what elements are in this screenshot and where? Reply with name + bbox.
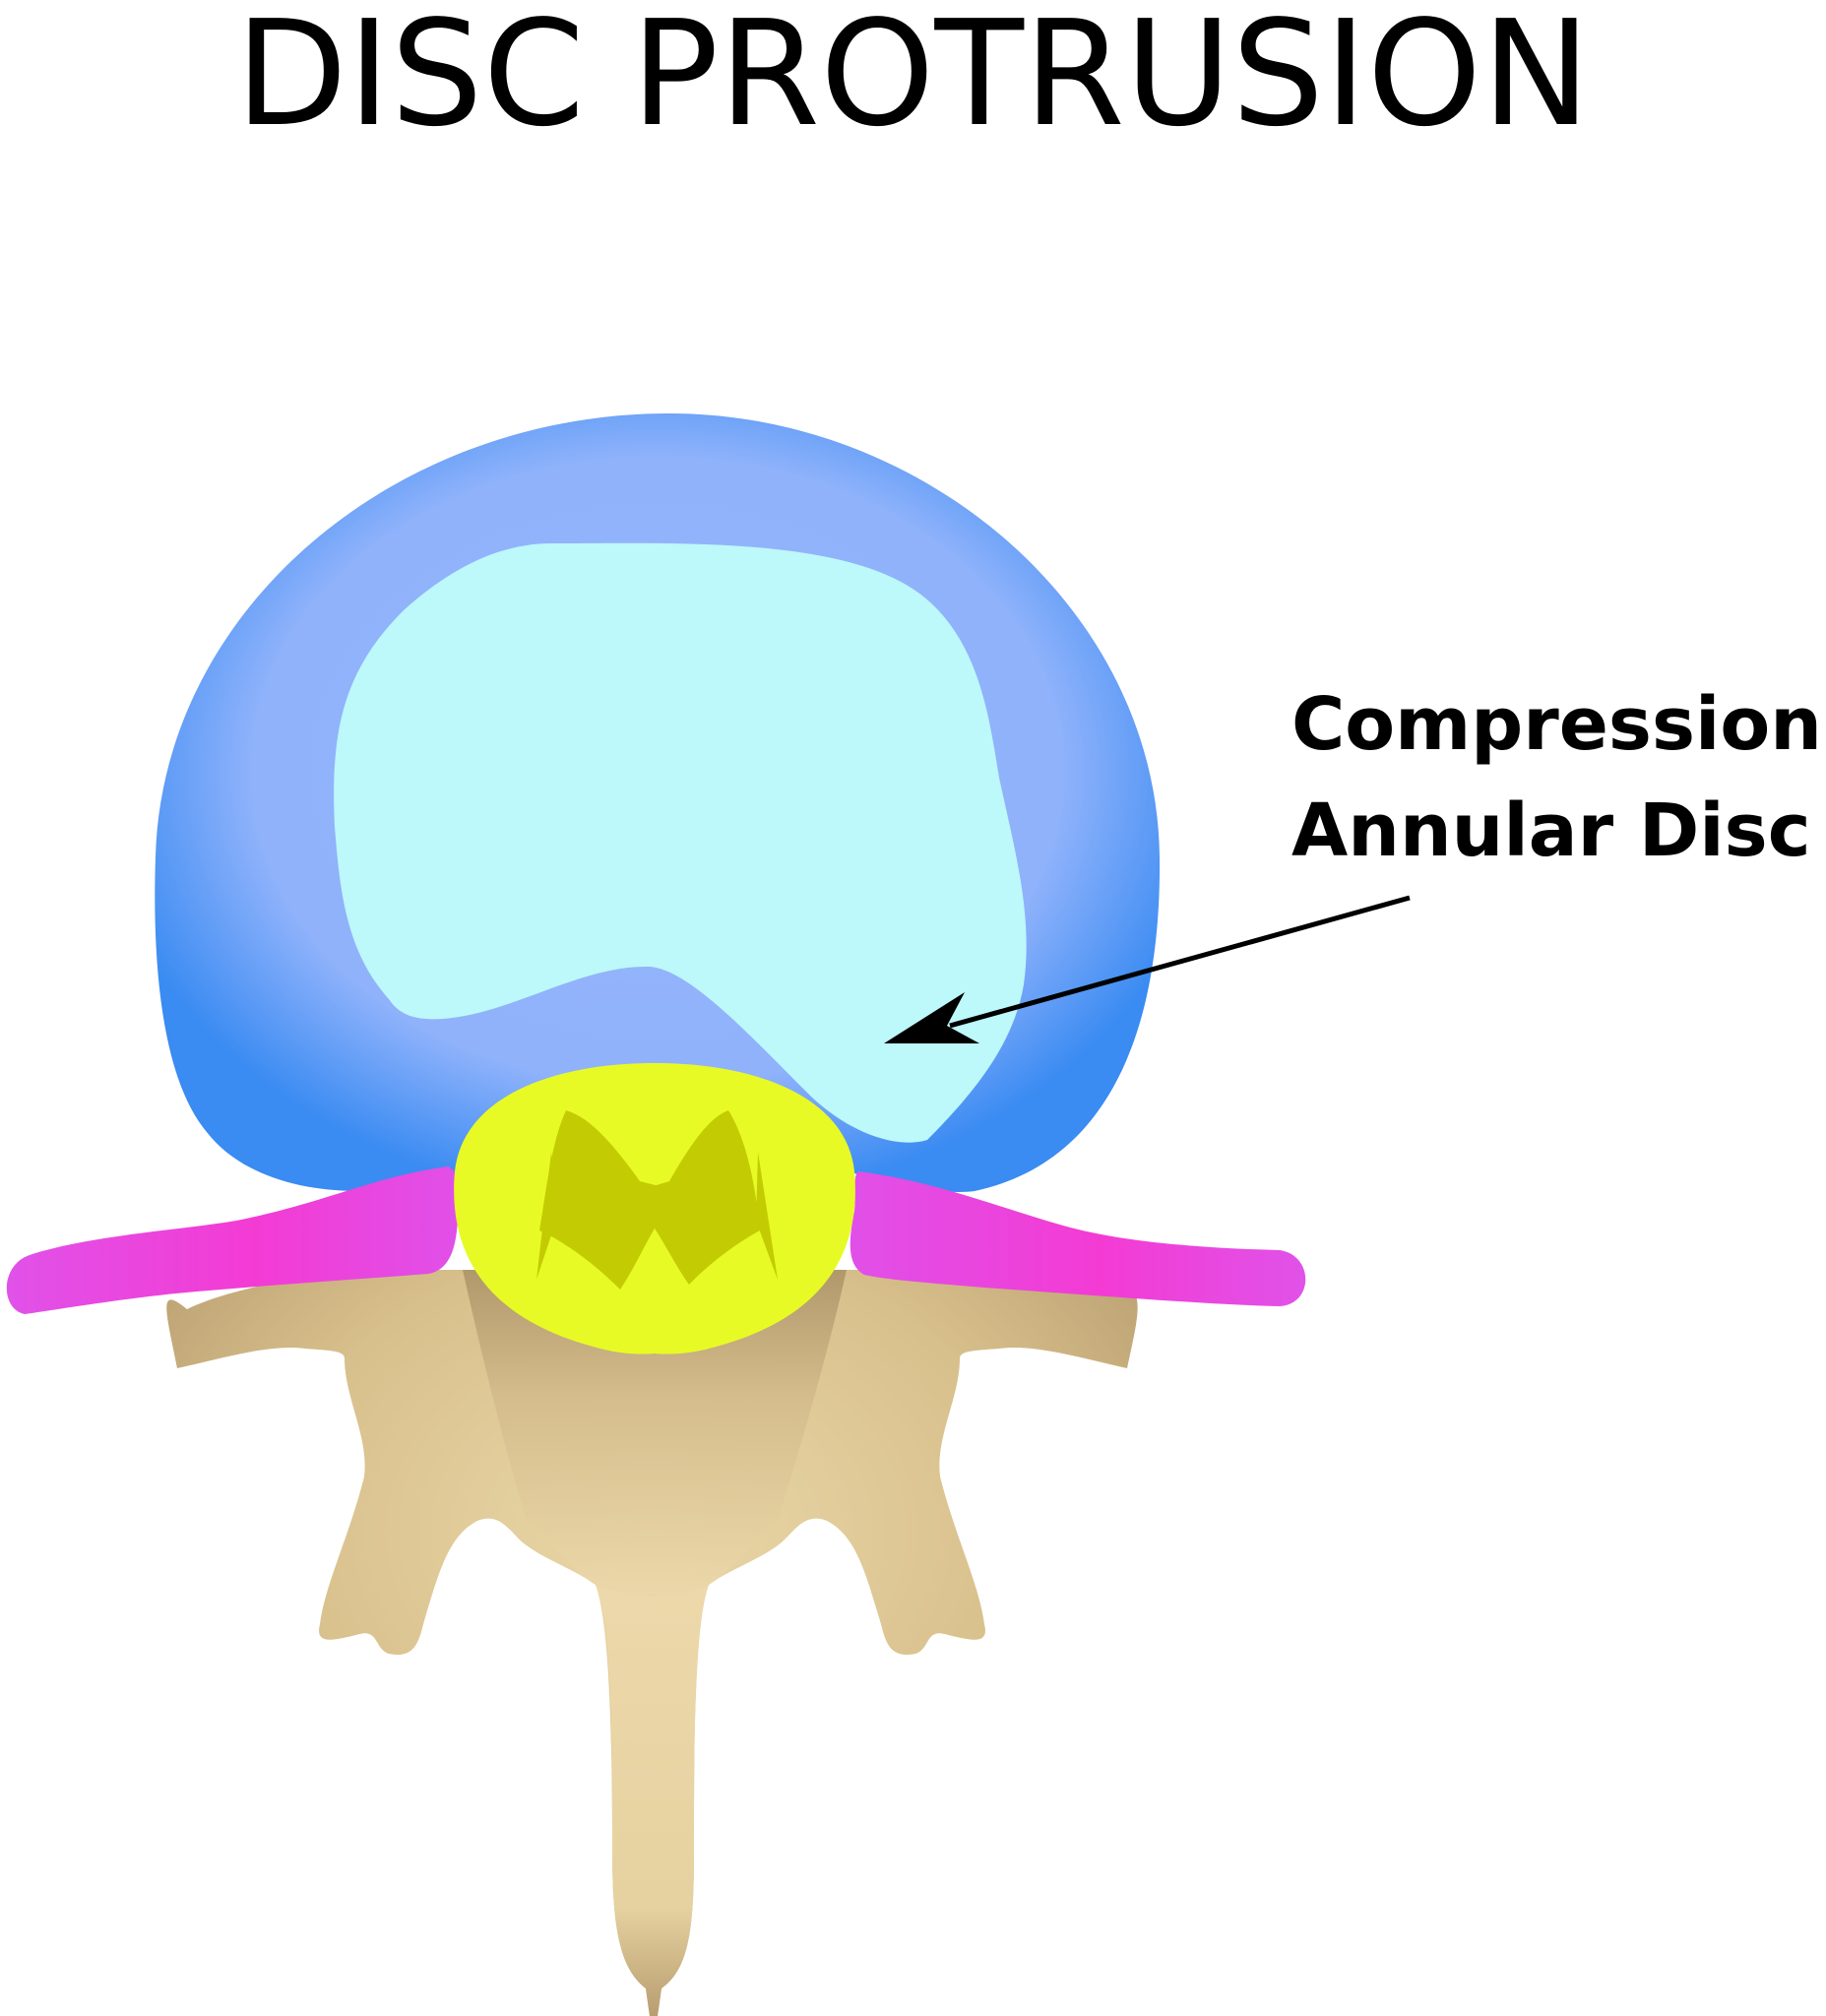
annotation-arrow <box>884 895 1411 1043</box>
nucleus-pulposus <box>334 542 1027 1143</box>
vertebra <box>166 1270 1138 2016</box>
vertebra-lamina-shade <box>463 1270 847 1598</box>
nerve-root-left <box>6 1166 459 1314</box>
annotation-line-2: Annular Disc <box>1291 788 1811 873</box>
grey-matter <box>536 1110 778 1290</box>
arrow-head <box>884 992 979 1043</box>
diagram-title: DISC PROTRUSION <box>235 0 1591 158</box>
annotation-line-1: Compression <box>1291 682 1822 767</box>
nerve-root-right <box>850 1171 1306 1306</box>
spinous-process <box>596 1585 709 2016</box>
annotation-label: Compression Annular Disc <box>1291 671 1826 884</box>
arrow-shaft <box>949 895 1411 1029</box>
spinal-cord <box>454 1063 855 1354</box>
